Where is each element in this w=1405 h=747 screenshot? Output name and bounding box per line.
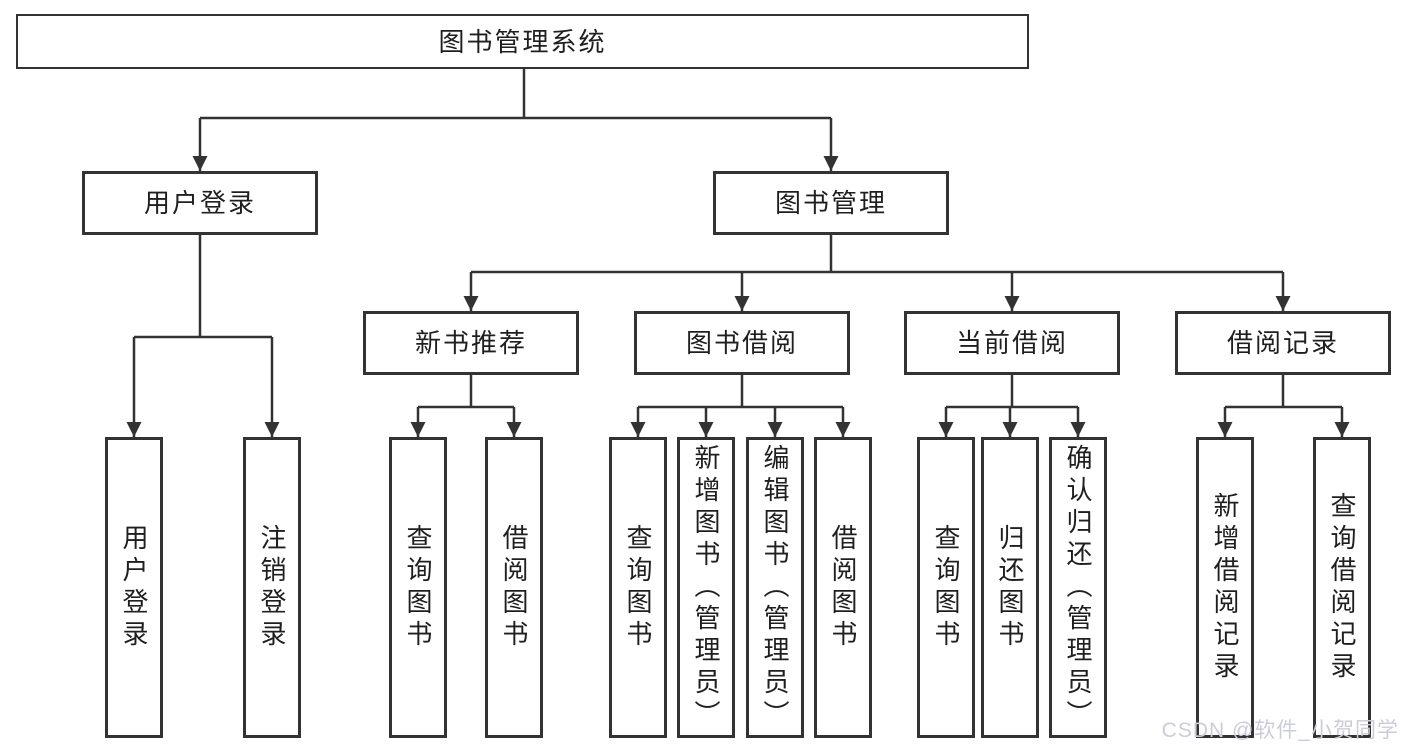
node-label: 图书管理系统 — [438, 26, 607, 57]
leaf-add-books-admin: 新增图书（管理员） — [677, 437, 735, 738]
node-label: 图书借阅 — [685, 328, 798, 358]
node-book-borrowing: 图书借阅 — [634, 311, 850, 375]
node-label: 用户登录 — [143, 188, 256, 218]
node-label: 查询图书 — [931, 523, 961, 652]
leaf-query-books-recommend: 查询图书 — [389, 437, 447, 738]
node-label: 借阅图书 — [828, 523, 858, 652]
node-label: 新增图书（管理员） — [691, 443, 721, 732]
node-label: 编辑图书（管理员） — [760, 443, 790, 732]
node-label: 用户登录 — [119, 523, 149, 652]
leaf-user-login: 用户登录 — [105, 437, 163, 738]
leaf-query-books-borrow: 查询图书 — [609, 437, 667, 738]
node-user-login: 用户登录 — [82, 171, 318, 235]
node-label: 借阅记录 — [1226, 328, 1339, 358]
leaf-borrow-books-recommend: 借阅图书 — [485, 437, 543, 738]
node-label: 借阅图书 — [499, 523, 529, 652]
node-label: 归还图书 — [995, 523, 1025, 652]
leaf-add-borrow-record: 新增借阅记录 — [1196, 437, 1254, 738]
leaf-return-books: 归还图书 — [981, 437, 1039, 738]
node-label: 新增借阅记录 — [1210, 491, 1240, 684]
leaf-query-books-current: 查询图书 — [917, 437, 975, 738]
leaf-confirm-return-admin: 确认归还（管理员） — [1049, 437, 1107, 738]
node-label: 当前借阅 — [955, 328, 1068, 358]
node-label: 新书推荐 — [414, 328, 527, 358]
node-label: 注销登录 — [257, 523, 287, 652]
node-label: 查询图书 — [623, 523, 653, 652]
node-label: 查询借阅记录 — [1327, 491, 1357, 684]
csdn-watermark: CSDN @软件_小贺同学 — [1161, 719, 1399, 742]
node-label: 图书管理 — [774, 188, 887, 218]
node-library-management-system: 图书管理系统 — [16, 14, 1029, 69]
leaf-edit-books-admin: 编辑图书（管理员） — [746, 437, 804, 738]
leaf-query-borrow-record: 查询借阅记录 — [1313, 437, 1371, 738]
node-book-management: 图书管理 — [713, 171, 949, 235]
leaf-borrow-books: 借阅图书 — [814, 437, 872, 738]
leaf-logout: 注销登录 — [243, 437, 301, 738]
node-new-book-recommendation: 新书推荐 — [363, 311, 579, 375]
node-current-borrowing: 当前借阅 — [904, 311, 1120, 375]
node-label: 确认归还（管理员） — [1063, 443, 1093, 732]
node-label: 查询图书 — [403, 523, 433, 652]
node-borrowing-records: 借阅记录 — [1175, 311, 1391, 375]
